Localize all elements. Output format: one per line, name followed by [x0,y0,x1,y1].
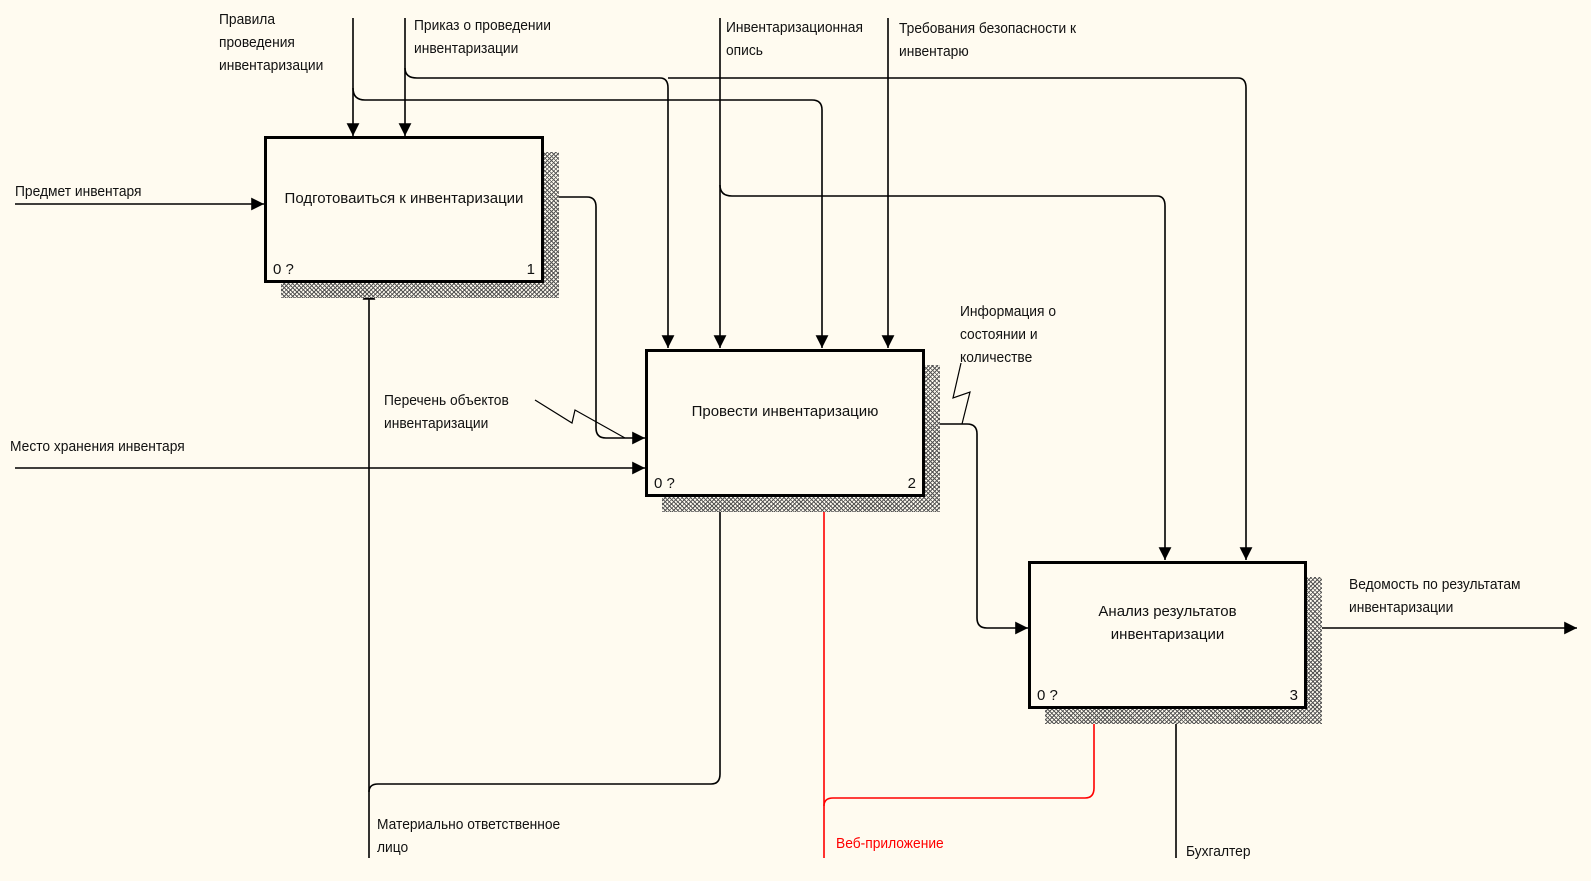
label-info-state: Информация о состоянии и количестве [960,303,1057,366]
label-control-safety: Требования безопасности к инвентарю [899,20,1077,60]
label-output-report: Ведомость по результатам инвентаризации [1349,576,1521,616]
label-list-objects: Перечень объектов инвентаризации [384,392,509,432]
activity-box-a1[interactable]: Подготоваиться к инвентаризации 0 ? 1 [264,136,544,283]
activity-cost: 0 ? [273,261,294,278]
arrow-a2-to-a3 [925,423,1028,635]
activity-title: Подготоваиться к инвентаризации [284,190,524,207]
label-mech-person: Материально ответственное лицо [377,816,561,856]
activity-cost: 0 ? [1037,687,1058,704]
label-input-storage: Место хранения инвентаря [10,438,185,455]
arrow-a1-to-a2 [544,196,645,445]
activity-title: Анализ результатов инвентаризации [1098,603,1237,643]
activity-box-a3[interactable]: Анализ результатов инвентаризации 0 ? 3 [1028,561,1307,709]
arrow-control-rules-a2 [352,87,829,348]
activity-number: 2 [907,475,916,492]
squiggle-list-label [534,399,626,439]
activity-number: 1 [526,261,535,278]
arrow-mech-person-a2 [368,497,727,793]
arrow-control-order-a3 [668,77,1253,560]
label-mech-webapp: Веб-приложение [836,835,944,852]
arrow-control-inventory-list-a3 [719,184,1172,560]
activity-cost: 0 ? [654,475,675,492]
label-control-inventory-list: Инвентаризационная опись [726,19,863,59]
activity-title: Провести инвентаризацию [691,403,879,420]
arrow-control-order-a2 [404,67,675,348]
label-control-rules: Правила проведения инвентаризации [219,11,324,74]
arrow-mech-webapp-a3 [823,711,1101,807]
activity-box-a2[interactable]: Провести инвентаризацию 0 ? 2 [645,349,925,497]
label-input-item: Предмет инвентаря [15,183,142,200]
squiggle-info-label [952,362,971,425]
label-control-order: Приказ о проведении инвентаризации [414,17,551,57]
label-mech-accountant: Бухгалтер [1186,843,1251,860]
activity-number: 3 [1289,687,1298,704]
